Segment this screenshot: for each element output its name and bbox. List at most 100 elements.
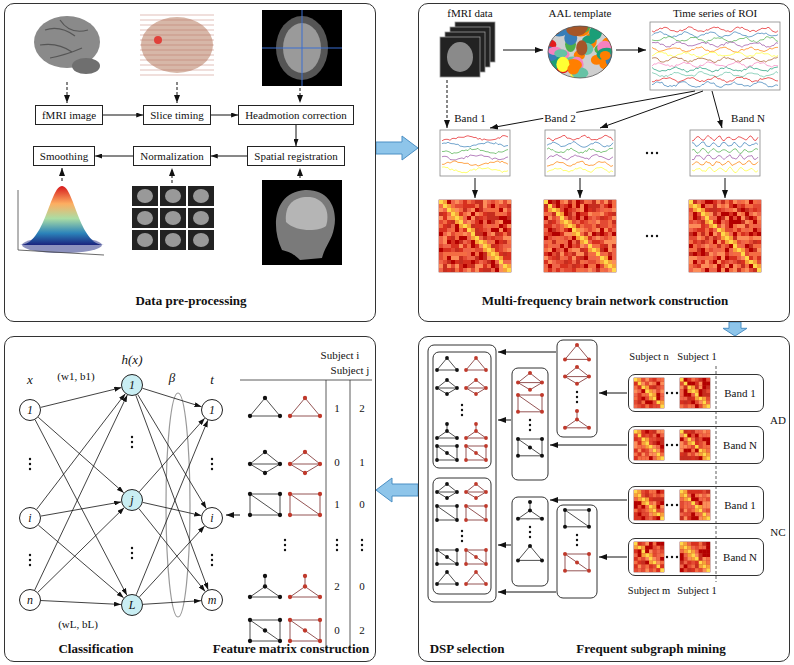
atlas-region [600,51,611,60]
matrix-cell [588,256,592,260]
subgraph-edge [486,550,487,564]
matrix-cell [588,264,592,268]
matrix-cell [721,212,725,216]
matrix-cell [600,260,604,264]
matrix-cell [701,240,705,244]
matrix-cell [688,389,692,393]
matrix-cell [475,252,479,256]
subgraph-edge [437,460,457,461]
matrix-cell [645,516,649,520]
matrix-cell [576,216,580,220]
time-series-line [652,47,778,53]
matrix-cell [721,220,725,224]
matrix-cell [447,256,451,260]
matrix-cell [706,505,710,509]
matrix-cell [680,456,684,460]
matrix-cell [680,565,684,569]
matrix-cell [721,228,725,232]
matrix-cell [584,256,588,260]
subgraph-vertex [484,458,488,462]
matrix-cell [680,378,684,382]
ellipsis-dot [529,419,531,421]
matrix-cell [757,232,761,236]
matrix-cell [596,268,600,272]
matrix-cell [487,252,491,256]
matrix-cell [584,216,588,220]
matrix-cell [705,252,709,256]
arrow-line [580,178,581,198]
matrix-cell [463,256,467,260]
matrix-cell [556,224,560,228]
matrix-cell [703,501,707,505]
matrix-cell [560,236,564,240]
matrix-cell [552,236,556,240]
matrix-cell [507,240,511,244]
matrix-cell [695,553,699,557]
matrix-cell [455,256,459,260]
matrix-cell [757,240,761,244]
matrix-cell [733,204,737,208]
subgraph-vertex [435,386,439,390]
matrix-cell [649,397,653,401]
matrix-cell [701,200,705,204]
subgraph-edge [466,506,486,520]
matrix-cell [560,264,564,268]
matrix-cell [572,244,576,248]
sagittal-picture [262,180,342,265]
matrix-cell [713,232,717,236]
subgraph-vertex [587,525,591,529]
matrix-cell [713,260,717,264]
time-series-line [442,148,508,154]
slice-thumbnail [165,189,181,203]
subgraph-edge [265,631,280,642]
matrix-cell [556,232,560,236]
matrix-cell [645,546,649,550]
matrix-cell [572,212,576,216]
matrix-cell [439,252,443,256]
slice-thumbnail [137,189,153,203]
matrix-cell [544,236,548,240]
matrix-cell [737,200,741,204]
matrix-cell [499,216,503,220]
matrix-cell [753,200,757,204]
ellipsis-dot [646,152,648,154]
matrix-cell [741,244,745,248]
matrix-cell [612,212,616,216]
matrix-cell [688,498,692,502]
matrix-cell [463,268,467,272]
matrix-cell [584,260,588,264]
matrix-cell [572,248,576,252]
matrix-cell [483,240,487,244]
subgraph-edge [476,380,486,388]
matrix-cell [592,260,596,264]
matrix-cell [684,401,688,405]
matrix-cell [733,200,737,204]
subgraph-edge [565,419,577,427]
matrix-cell [459,256,463,260]
subgraph-vertex [318,414,322,418]
subgraph-vertex [288,492,292,496]
matrix-cell [729,228,733,232]
matrix-cell [653,404,657,408]
matrix-cell [642,434,646,438]
matrix-cell [467,260,471,264]
slice-thumbnail [137,233,153,247]
time-series-line [547,135,613,141]
matrix-cell [721,248,725,252]
matrix-cell [653,389,657,393]
matrix-cell [695,378,699,382]
subgraph-vertex [484,368,488,372]
matrix-cell [544,232,548,236]
matrix-cell [691,550,695,554]
matrix-cell [684,453,688,457]
matrix-cell [634,401,638,405]
matrix-cell [580,232,584,236]
matrix-cell [703,430,707,434]
matrix-cell [439,260,443,264]
matrix-cell [733,212,737,216]
matrix-cell [680,557,684,561]
matrix-cell [463,228,467,232]
matrix-cell [699,434,703,438]
subgraph-edge [466,492,486,493]
matrix-cell [451,264,455,268]
